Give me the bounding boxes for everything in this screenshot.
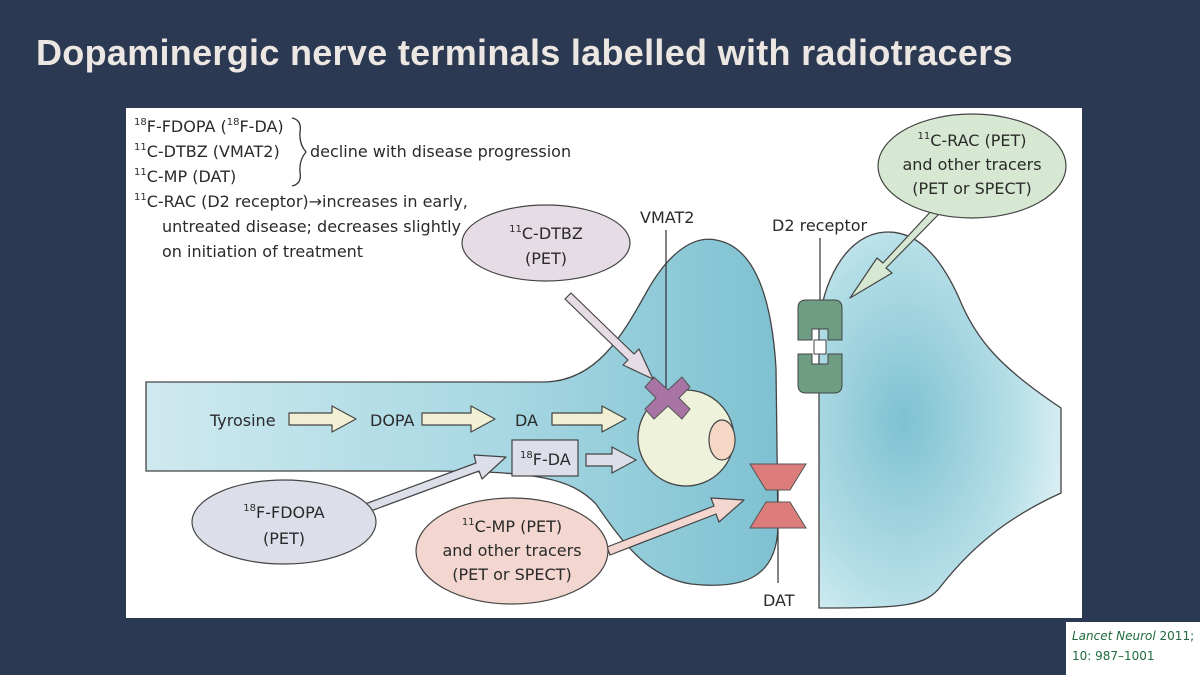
oval-dtbz-line2: (PET) [525,249,567,268]
arrow-dopa-to-da [421,405,496,433]
diagram-panel: Tyrosine DOPA DA 18F-DA VMAT2 DAT D2 rec… [126,108,1082,618]
d2-receptor-bottom [797,353,843,394]
arrow-mp-to-dat [606,497,745,556]
vesicle-inclusion [708,419,736,461]
dat-transporter-bottom [749,501,807,529]
legend-dtbz: 11C-DTBZ (VMAT2) [134,142,280,161]
legend-rac-line2: untreated disease; decreases slightly [162,217,461,236]
arrow-tyrosine-to-dopa [288,405,357,433]
oval-rac [877,113,1067,219]
label-dopa: DOPA [370,411,415,430]
citation-journal: Lancet Neurol [1072,629,1156,643]
citation-pages: 10: 987–1001 [1072,649,1155,663]
slide-title: Dopaminergic nerve terminals labelled wi… [36,32,1013,73]
label-vmat2: VMAT2 [640,208,694,227]
legend-mp: 11C-MP (DAT) [134,167,236,186]
fda-label: 18F-DA [520,450,571,469]
label-da: DA [515,411,538,430]
legend-rac: 11C-RAC (D2 receptor)→increases in early… [134,192,468,211]
arrow-fdopa-to-fda [364,454,507,513]
label-d2-receptor: D2 receptor [772,216,868,235]
legend-decline-note: decline with disease progression [310,142,571,161]
arrow-dtbz-to-vmat2 [564,292,654,380]
oval-dtbz [461,204,631,282]
d2-receptor-channel [813,339,827,355]
nerve-terminal-diagram: Tyrosine DOPA DA 18F-DA VMAT2 DAT D2 rec… [134,113,1067,610]
legend-brace [291,117,307,187]
tracer-legend: 18F-FDOPA (18F-DA) 11C-DTBZ (VMAT2) 11C-… [134,117,571,261]
dat-transporter-top [749,463,807,491]
arrow-fda-to-vesicle [585,445,638,475]
oval-rac-line1: 11C-RAC (PET) [917,131,1026,150]
d2-receptor-top [797,299,843,341]
legend-fdopa: 18F-FDOPA (18F-DA) [134,117,284,136]
oval-mp [415,497,609,605]
oval-mp-line1: 11C-MP (PET) [462,517,562,536]
oval-mp-line2: and other tracers [442,541,581,560]
arrow-da-to-vesicle [551,405,627,433]
oval-rac-line2: and other tracers [902,155,1041,174]
oval-fdopa [191,479,377,565]
fda-box [511,439,579,477]
oval-fdopa-line1: 18F-FDOPA [243,503,324,522]
oval-fdopa-line2: (PET) [263,529,305,548]
citation-box: Lancet Neurol 2011; 10: 987–1001 [1066,622,1200,675]
vmat2-transporter [644,376,691,420]
oval-mp-line3: (PET or SPECT) [452,565,571,584]
oval-rac-line3: (PET or SPECT) [912,179,1031,198]
citation-year: 2011; [1155,629,1195,643]
postsynaptic-neuron [818,231,1062,609]
arrow-rac-to-d2 [849,208,940,299]
oval-dtbz-line1: 11C-DTBZ [509,224,583,243]
label-dat: DAT [763,591,795,610]
label-tyrosine: Tyrosine [209,411,276,430]
legend-rac-line3: on initiation of treatment [162,242,363,261]
